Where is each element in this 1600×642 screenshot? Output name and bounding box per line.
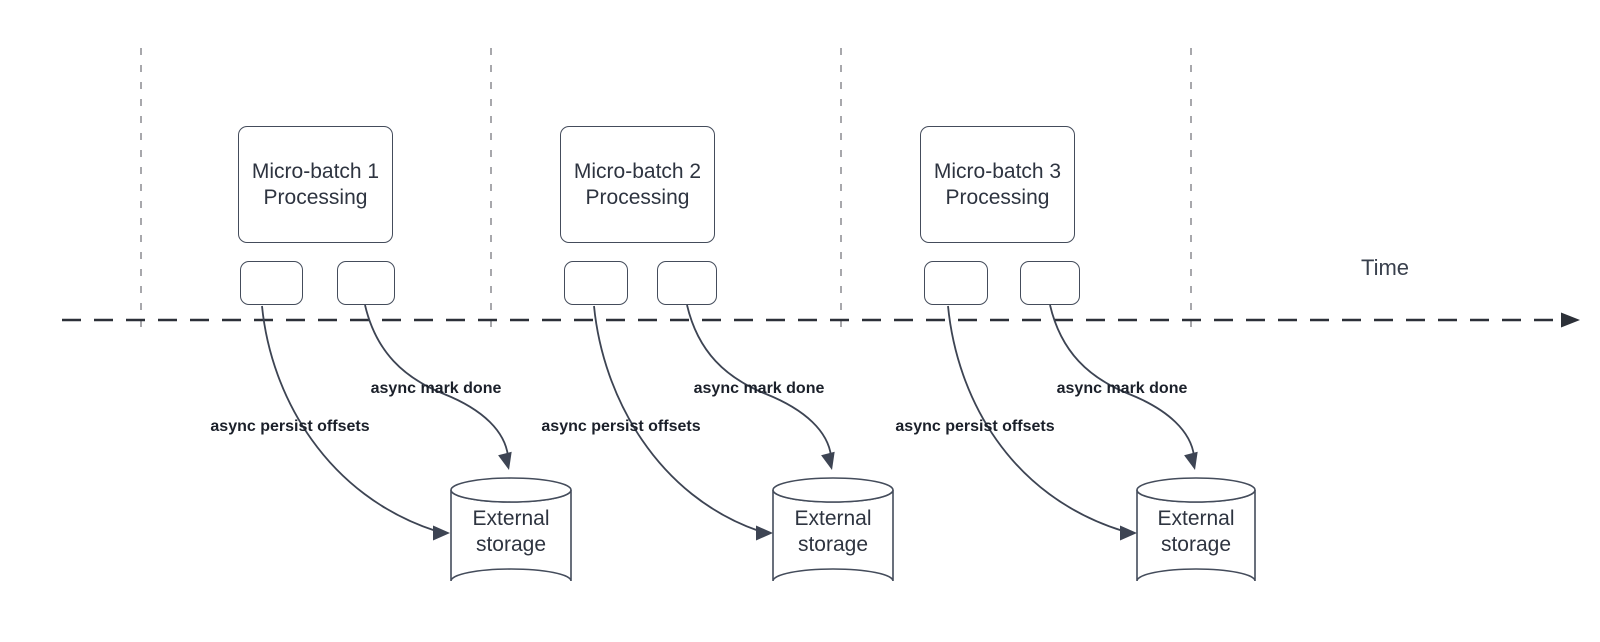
external-storage-label-2: External storage (794, 506, 871, 558)
micro-batch-3-processing-node: Micro-batch 3 Processing (920, 126, 1075, 243)
mark-done-arrow-label-1: async mark done (370, 380, 502, 397)
mark-done-arrow-label-2: async mark done (693, 380, 825, 397)
micro-batch-2-processing-node: Micro-batch 2 Processing (560, 126, 715, 243)
micro-batch-1-processing-node: Micro-batch 1 Processing (238, 126, 393, 243)
mark-done-arrow-1 (364, 304, 509, 457)
persist-offsets-arrowhead-icon-1 (433, 525, 450, 541)
node-title-line2: Processing (945, 185, 1050, 209)
mark-done-arrowhead-icon-3 (1184, 451, 1198, 470)
node-title-line1: Micro-batch 2 (573, 159, 702, 183)
external-storage-cylinder-2 (772, 477, 894, 582)
mark-done-task-node-1 (337, 261, 395, 305)
time-axis-arrowhead-icon (1561, 312, 1580, 328)
persist-offsets-task-node-3 (924, 261, 988, 305)
node-title-line1: Micro-batch 3 (933, 159, 1062, 183)
persist-offsets-arrow-label-2: async persist offsets (541, 418, 701, 435)
mark-done-arrowhead-icon-2 (821, 451, 835, 470)
node-title-line1: Micro-batch 1 (251, 159, 380, 183)
storage-label-line2: storage (797, 533, 869, 556)
mark-done-task-node-3 (1020, 261, 1080, 305)
node-title-line2: Processing (263, 185, 368, 209)
external-storage-cylinder-3 (1136, 477, 1256, 582)
persist-offsets-arrow-label-1: async persist offsets (210, 418, 370, 435)
storage-label-line2: storage (1160, 533, 1232, 556)
persist-offsets-arrow-label-3: async persist offsets (895, 418, 1055, 435)
mark-done-arrowhead-icon-1 (498, 451, 512, 470)
persist-offsets-arrow-1 (261, 305, 437, 532)
mark-done-arrow-3 (1049, 304, 1195, 457)
storage-label-line1: External (794, 507, 872, 530)
external-storage-label-3: External storage (1157, 506, 1234, 558)
persist-offsets-arrow-2 (593, 305, 760, 532)
persist-offsets-task-node-1 (240, 261, 303, 305)
mark-done-arrow-2 (686, 304, 832, 457)
storage-label-line1: External (1157, 507, 1235, 530)
external-storage-label-1: External storage (472, 506, 549, 558)
time-axis-label: Time (1360, 255, 1410, 280)
persist-offsets-arrowhead-icon-2 (756, 525, 773, 541)
storage-label-line1: External (472, 507, 550, 530)
persist-offsets-task-node-2 (564, 261, 628, 305)
persist-offsets-arrow-3 (947, 305, 1124, 532)
node-title-line2: Processing (585, 185, 690, 209)
persist-offsets-arrowhead-icon-3 (1120, 525, 1137, 541)
external-storage-cylinder-1 (450, 477, 572, 582)
storage-label-line2: storage (475, 533, 547, 556)
mark-done-arrow-label-3: async mark done (1056, 380, 1188, 397)
mark-done-task-node-2 (657, 261, 717, 305)
